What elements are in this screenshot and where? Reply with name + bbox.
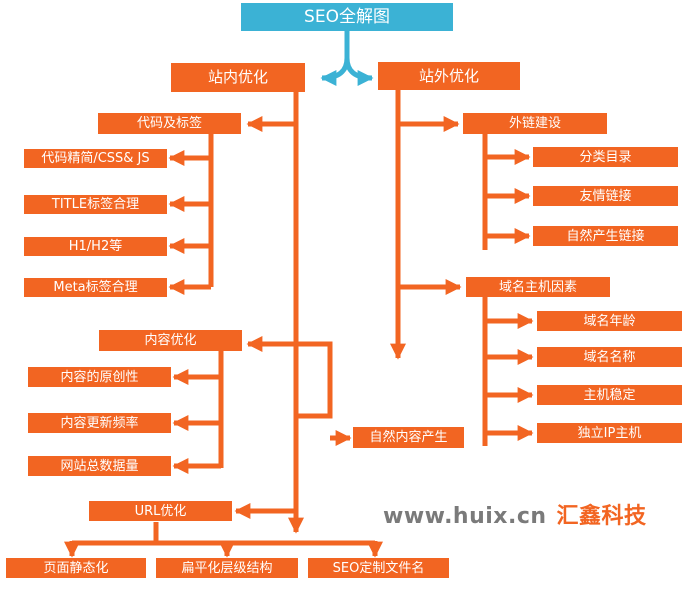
offsite-node: 站外优化 bbox=[378, 62, 520, 90]
links-item-node: 分类目录 bbox=[533, 147, 678, 167]
links-node: 外链建设 bbox=[463, 113, 607, 134]
domain-item-node: 域名年龄 bbox=[537, 311, 682, 331]
domain-item-node: 主机稳定 bbox=[537, 385, 682, 405]
content-item-node: 内容的原创性 bbox=[28, 367, 171, 387]
code-item-node: 代码精简/CSS& JS bbox=[24, 149, 167, 168]
code-item-node: TITLE标签合理 bbox=[24, 195, 167, 214]
natural-content-loop bbox=[246, 335, 333, 419]
code-tags-node: 代码及标签 bbox=[98, 113, 241, 134]
url-item-node: 页面静态化 bbox=[6, 558, 146, 578]
url-node: URL优化 bbox=[89, 501, 232, 521]
url-item-node: SEO定制文件名 bbox=[308, 558, 449, 578]
natural-content-node: 自然内容产生 bbox=[353, 427, 464, 448]
code-item-node: H1/H2等 bbox=[24, 237, 167, 256]
links-item-node: 自然产生链接 bbox=[533, 226, 678, 246]
domain-node: 域名主机因素 bbox=[466, 277, 610, 297]
code-item-node: Meta标签合理 bbox=[24, 278, 167, 297]
domain-item-node: 域名名称 bbox=[537, 347, 682, 367]
onsite-node: 站内优化 bbox=[171, 63, 305, 92]
url-item-node: 扁平化层级结构 bbox=[156, 558, 298, 578]
root-split-connector bbox=[320, 31, 374, 86]
content-node: 内容优化 bbox=[99, 330, 242, 351]
watermark-url: www.huix.cn bbox=[383, 504, 547, 529]
content-item-node: 内容更新频率 bbox=[28, 413, 171, 433]
watermark: www.huix.cn 汇鑫科技 bbox=[383, 498, 647, 530]
root-node: SEO全解图 bbox=[241, 3, 453, 31]
domain-item-node: 独立IP主机 bbox=[537, 423, 682, 443]
watermark-brand: 汇鑫科技 bbox=[556, 504, 647, 529]
content-item-node: 网站总数据量 bbox=[28, 456, 171, 476]
links-item-node: 友情链接 bbox=[533, 186, 678, 206]
url-branch-line bbox=[72, 522, 375, 546]
